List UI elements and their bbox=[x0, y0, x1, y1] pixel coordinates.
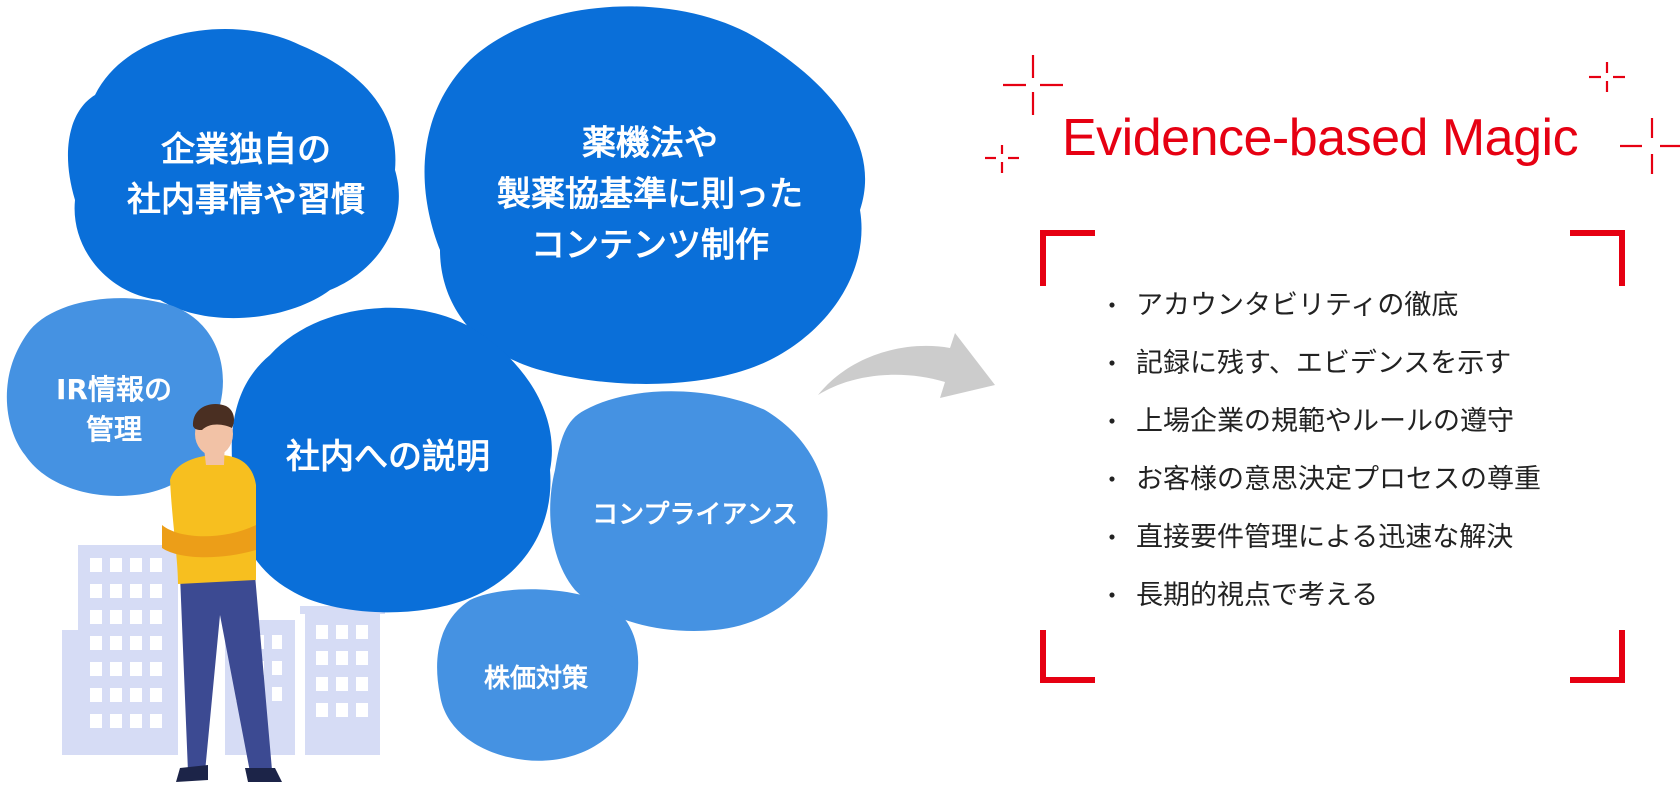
bubble-explain bbox=[230, 307, 552, 613]
frame-brackets bbox=[1040, 230, 1625, 683]
bubble-explain-text: 社内への説明 bbox=[286, 437, 490, 477]
bubble-ir bbox=[6, 298, 223, 496]
bubble-pharma bbox=[424, 6, 866, 384]
list-item: 直接要件管理による迅速な解決 bbox=[1100, 518, 1541, 576]
curved-arrow-icon bbox=[818, 333, 995, 398]
list-item: アカウンタビリティの徹底 bbox=[1100, 286, 1541, 344]
bubble-pharma-text: 薬機法や 製薬協基準に則った コンテンツ制作 bbox=[497, 123, 803, 266]
bubble-compliance bbox=[550, 391, 828, 631]
bubble-stock-text: 株価対策 bbox=[483, 664, 589, 694]
person-illustration bbox=[162, 404, 282, 782]
bubble-stock bbox=[437, 589, 639, 761]
list-item: 記録に残す、エビデンスを示す bbox=[1100, 344, 1541, 402]
list-item: 長期的視点で考える bbox=[1100, 576, 1541, 634]
bubble-ir-text: IR情報の 管理 bbox=[56, 373, 172, 446]
bubble-culture-text: 企業独自の 社内事情や習慣 bbox=[127, 130, 365, 220]
sparkle-icon bbox=[985, 55, 1680, 174]
panel-title: Evidence-based Magic bbox=[1062, 109, 1579, 167]
bubble-culture bbox=[67, 29, 399, 319]
bubble-compliance-text: コンプライアンス bbox=[592, 500, 798, 530]
building-illustration bbox=[62, 545, 385, 755]
list-item: 上場企業の規範やルールの遵守 bbox=[1100, 402, 1541, 460]
list-item: お客様の意思決定プロセスの尊重 bbox=[1100, 460, 1541, 518]
principle-list: アカウンタビリティの徹底 記録に残す、エビデンスを示す 上場企業の規範やルールの… bbox=[1100, 286, 1541, 634]
